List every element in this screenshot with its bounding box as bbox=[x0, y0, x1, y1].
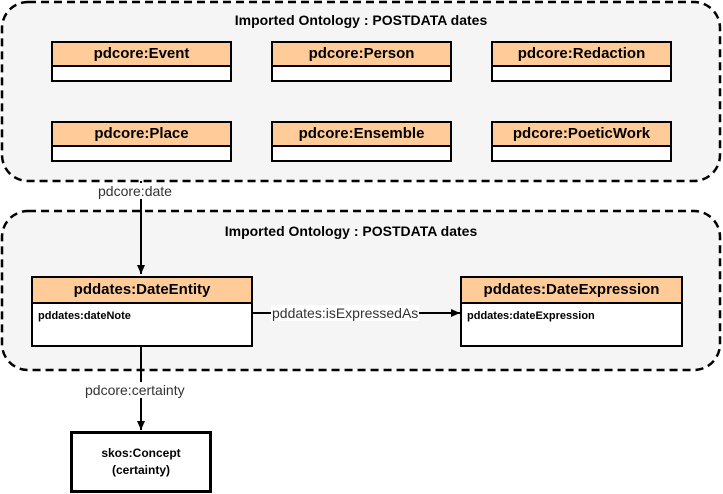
class-pdcore-event[interactable]: pdcore:Event bbox=[51, 41, 232, 82]
class-name: pdcore:Event bbox=[53, 43, 230, 67]
class-name: pdcore:Person bbox=[273, 43, 450, 67]
class-pdcore-redaction[interactable]: pdcore:Redaction bbox=[491, 41, 672, 82]
class-pdcore-place[interactable]: pdcore:Place bbox=[51, 121, 232, 162]
concept-skos-certainty[interactable]: skos:Concept (certainty) bbox=[70, 431, 212, 493]
bottom-group-title: Imported Ontology : POSTDATA dates bbox=[224, 223, 478, 239]
class-pddates-dateexpression[interactable]: pddates:DateExpression pddates:dateExpre… bbox=[460, 276, 683, 347]
class-name: pddates:DateEntity bbox=[33, 278, 251, 304]
class-name: pdcore:Place bbox=[53, 123, 230, 147]
edge-label-is-expressed-as: pddates:isExpressedAs bbox=[271, 305, 420, 321]
class-pdcore-poeticwork[interactable]: pdcore:PoeticWork bbox=[491, 121, 672, 162]
class-pddates-dateentity[interactable]: pddates:DateEntity pddates:dateNote bbox=[31, 276, 253, 347]
class-name: pdcore:Redaction bbox=[493, 43, 670, 67]
class-name: pdcore:PoeticWork bbox=[493, 123, 670, 147]
class-attribute: pddates:dateExpression bbox=[467, 310, 595, 322]
class-name: pdcore:Ensemble bbox=[273, 123, 450, 147]
class-pdcore-person[interactable]: pdcore:Person bbox=[271, 41, 452, 82]
edge-label-date: pdcore:date bbox=[97, 183, 173, 199]
class-attribute: pddates:dateNote bbox=[38, 310, 131, 322]
class-pdcore-ensemble[interactable]: pdcore:Ensemble bbox=[271, 121, 452, 162]
edge-label-certainty: pdcore:certainty bbox=[84, 382, 186, 398]
class-name: pddates:DateExpression bbox=[462, 278, 681, 304]
top-group-title: Imported Ontology : POSTDATA dates bbox=[234, 12, 488, 28]
concept-name: skos:Concept bbox=[101, 446, 181, 460]
concept-qualifier: (certainty) bbox=[111, 463, 170, 477]
